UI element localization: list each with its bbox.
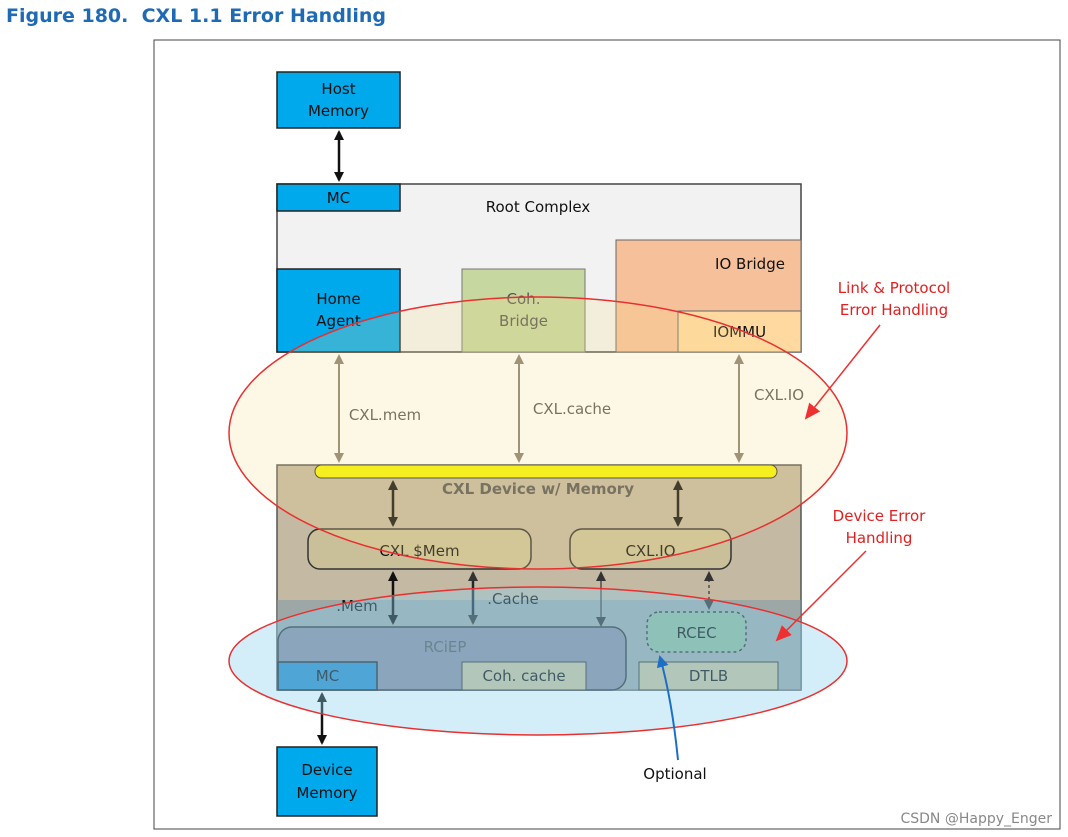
- cxl-io-label: CXL.IO: [754, 386, 804, 404]
- watermark: CSDN @Happy_Enger: [900, 811, 1052, 827]
- host-memory-line2: Memory: [308, 102, 369, 120]
- figure-number: Figure 180.: [6, 5, 129, 27]
- cxl-smem: CXL $Mem: [307, 528, 532, 570]
- coh-bridge-line1: Coh.: [507, 290, 541, 308]
- optional-label: Optional: [643, 765, 706, 783]
- io-bridge-label: IO Bridge: [715, 255, 785, 273]
- mem-label: .Mem: [336, 597, 378, 615]
- host-memory: Host Memory: [276, 71, 401, 129]
- device-memory: Device Memory: [276, 746, 378, 817]
- coh-bridge-line2: Bridge: [499, 312, 548, 330]
- host-memory-line1: Host: [321, 80, 355, 98]
- iommu-label: IOMMU: [713, 323, 766, 341]
- rcec-label: RCEC: [676, 624, 716, 642]
- figure-caption: CXL 1.1 Error Handling: [141, 5, 386, 27]
- device-error-pointer: [775, 550, 867, 642]
- link-protocol-line1: Link & Protocol: [838, 279, 950, 297]
- coh-cache-label: Coh. cache: [482, 667, 565, 685]
- cxl-smem-label: CXL $Mem: [379, 542, 459, 560]
- figure-title: Figure 180. CXL 1.1 Error Handling: [6, 5, 386, 27]
- cxl-io-block: CXL.IO: [569, 528, 732, 570]
- cxl-io-block-label: CXL.IO: [625, 542, 675, 560]
- coh-cache: Coh. cache: [461, 661, 587, 691]
- home-agent-line1: Home: [316, 290, 360, 308]
- mc-top-label: MC: [327, 189, 350, 207]
- link-protocol-ellipse: [228, 296, 848, 570]
- rciep-label: RCiEP: [424, 638, 467, 656]
- mc-top: MC: [276, 183, 401, 212]
- cxl-mem-label: CXL.mem: [349, 406, 421, 424]
- mc-bottom: MC: [277, 661, 378, 691]
- cxl-bus: [314, 464, 778, 479]
- device-error-line1: Device Error: [833, 507, 926, 525]
- mc-bottom-label: MC: [316, 667, 339, 685]
- link-protocol-pointer: [804, 324, 881, 420]
- figure-frame: [153, 39, 1061, 830]
- link-protocol-line2: Error Handling: [840, 301, 948, 319]
- dtlb-label: DTLB: [689, 667, 728, 685]
- device-memory-line2: Memory: [296, 784, 357, 802]
- cache-label: .Cache: [487, 590, 538, 608]
- device-error-ellipse: [228, 586, 848, 736]
- optional-pointer: [656, 655, 679, 761]
- cxl-device-label: CXL Device w/ Memory: [442, 480, 634, 498]
- device-error-line2: Handling: [846, 529, 913, 547]
- cxl-cache-label: CXL.cache: [533, 400, 611, 418]
- device-memory-line1: Device: [301, 761, 352, 779]
- rcec: RCEC: [646, 611, 747, 653]
- root-complex-label: Root Complex: [486, 198, 591, 216]
- coh-bridge: Coh. Bridge: [461, 268, 586, 353]
- iommu: IOMMU: [677, 310, 802, 353]
